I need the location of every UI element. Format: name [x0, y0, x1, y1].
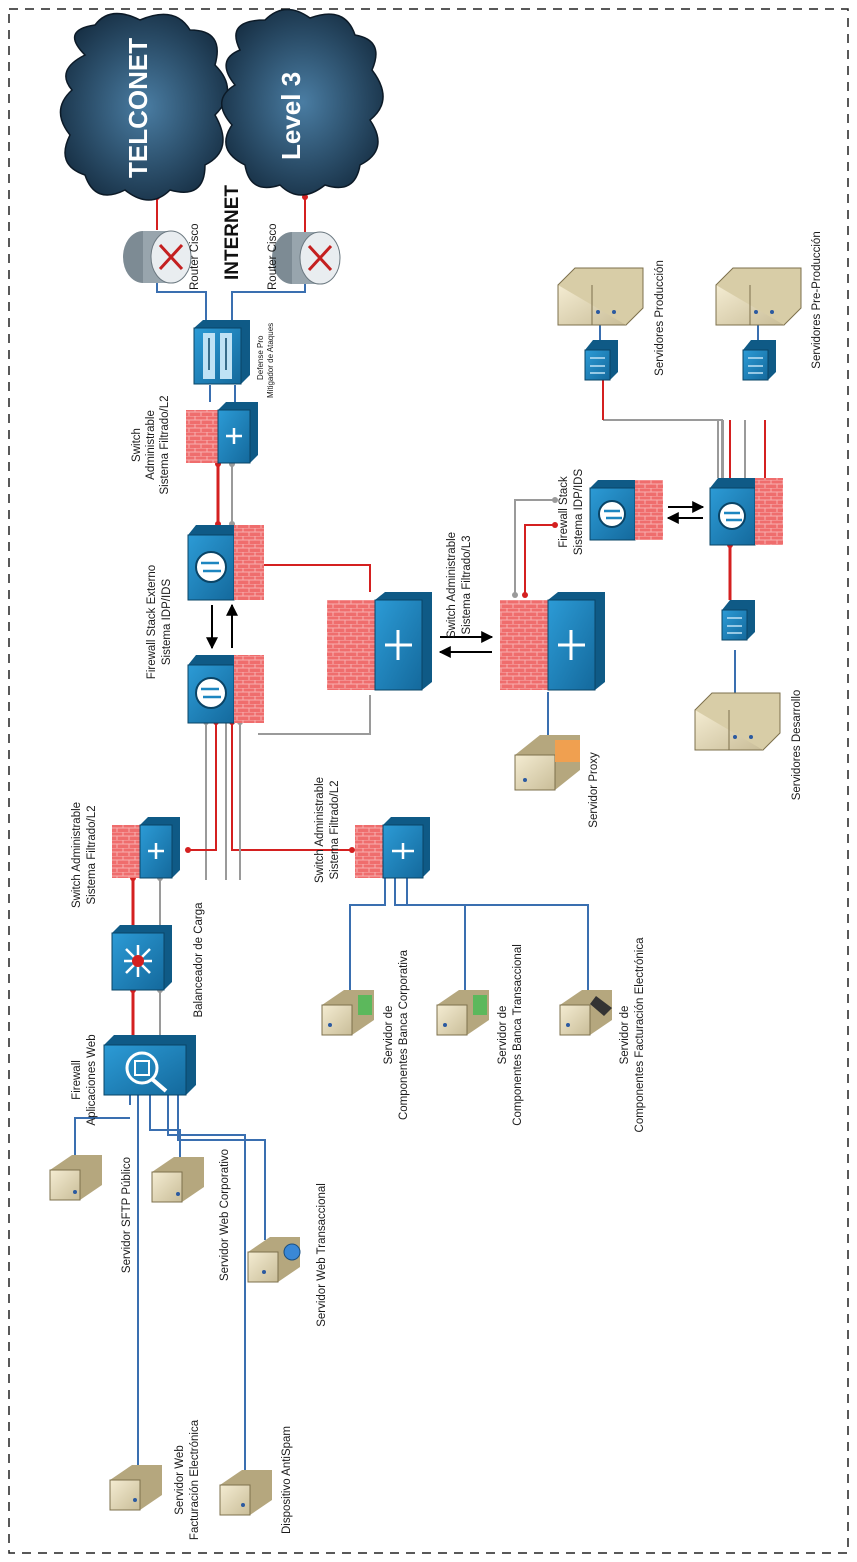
server-banca-transaccional [436, 990, 489, 1036]
waf-device [103, 1035, 196, 1096]
server-facturacion-electronica [559, 990, 612, 1036]
links [74, 196, 766, 1475]
switch-l2-left-label-1: Switch Administrable [71, 802, 83, 908]
firewall-stack-label-2: Sistema IDP/IDS [573, 469, 585, 556]
switch-preprod [742, 340, 776, 381]
servers-prod-label: Servidores Producción [654, 260, 666, 376]
switch-top-label-1: Switch [131, 428, 143, 462]
switch-l3-middle [327, 592, 432, 691]
firewall-ext-label-2: Sistema IDP/IDS [161, 579, 173, 666]
switch-top-device [186, 402, 258, 464]
server-web-transaccional [247, 1237, 301, 1283]
defense-label-2: Mitigador de Ataques [266, 323, 275, 398]
server-banca-corporativa [321, 990, 374, 1036]
defense-label-1: Defense Pro [256, 335, 265, 380]
router-2-label: Router Cisco [267, 224, 279, 290]
servers-preprod-label: Servidores Pre-Producción [811, 231, 823, 368]
router-cisco-2 [272, 231, 341, 285]
switch-top-label-3: Sistema Filtrado/L2 [159, 395, 171, 494]
switch-prod [584, 340, 618, 381]
srv-web-trans-label: Servidor Web Transaccional [316, 1183, 328, 1327]
firewall-externo-2 [187, 655, 264, 724]
srv-web-fact-label-2: Facturación Electrónica [189, 1419, 201, 1540]
srv-corp-label-1: Servidor de [383, 1006, 395, 1065]
waf-label-2: Aplicaciones Web [86, 1034, 98, 1125]
page-border [8, 8, 849, 1554]
switch-top-label-2: Administrable [145, 410, 157, 480]
servers-preproduccion [715, 267, 802, 326]
server-proxy [514, 735, 580, 791]
srv-web-corp-label: Servidor Web Corporativo [219, 1149, 231, 1281]
switch-l2-bottom [355, 817, 430, 879]
server-sftp-publico [49, 1155, 102, 1201]
switch-dev [721, 600, 755, 641]
switch-l3-label-1: Switch Administrable [446, 532, 458, 638]
defense-pro-device [193, 320, 250, 385]
switch-l2-left-label-2: Sistema Filtrado/L2 [86, 805, 98, 904]
cloud-level3: Level 3 [221, 8, 384, 196]
firewall-stack-2 [709, 478, 783, 546]
router-1-label: Router Cisco [189, 224, 201, 290]
servers-dev-label: Servidores Desarrollo [791, 690, 803, 801]
server-web-corporativo [151, 1157, 204, 1203]
antispam-label: Dispositivo AntiSpam [281, 1426, 293, 1534]
cloud-telconet-label: TELCONET [123, 38, 153, 178]
load-balancer-label: Balanceador de Carga [193, 902, 205, 1018]
firewall-ext-label-1: Firewall Stack Externo [146, 565, 158, 679]
firewall-stack-1 [589, 480, 663, 541]
srv-fact-label-1: Servidor de [619, 1006, 631, 1065]
switch-l2-bottom-label-2: Sistema Filtrado/L2 [329, 780, 341, 879]
router-cisco-1 [123, 230, 192, 284]
switch-l3-label-2: Sistema Filtrado/L3 [461, 535, 473, 634]
servers-produccion [557, 267, 644, 326]
firewall-externo-1 [187, 525, 264, 601]
srv-trans-label-2: Componentes Banca Transaccional [512, 944, 524, 1126]
cloud-telconet: TELCONET [59, 12, 229, 201]
srv-sftp-label: Servidor SFTP Público [121, 1157, 133, 1273]
load-balancer-device [111, 925, 172, 991]
switch-l2-left [112, 817, 180, 879]
srv-web-fact-label-1: Servidor Web [174, 1445, 186, 1514]
switch-l2-bottom-label-1: Switch Administrable [314, 777, 326, 883]
servers-desarrollo [694, 692, 781, 751]
srv-trans-label-1: Servidor de [497, 1006, 509, 1065]
server-proxy-label: Servidor Proxy [588, 752, 600, 828]
srv-fact-label-2: Componentes Facturación Electrónica [634, 937, 646, 1133]
waf-label-1: Firewall [71, 1060, 83, 1100]
cloud-level3-label: Level 3 [276, 72, 306, 160]
srv-corp-label-2: Componentes Banca Corporativa [398, 949, 410, 1120]
switch-l3-right [500, 592, 605, 691]
dispositivo-antispam [219, 1470, 272, 1516]
internet-label: INTERNET [222, 185, 243, 280]
firewall-stack-label-1: Firewall Stack [558, 476, 570, 548]
server-web-facturacion [109, 1465, 162, 1511]
